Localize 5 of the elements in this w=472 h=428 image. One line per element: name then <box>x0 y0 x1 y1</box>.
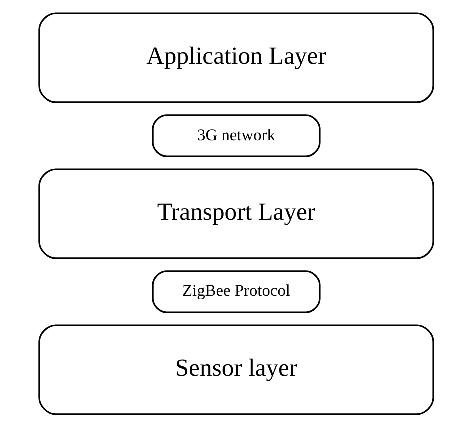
node-box: Application Layer <box>38 12 434 104</box>
node-box: ZigBee Protocol <box>152 270 320 314</box>
node-box: 3G network <box>152 114 320 158</box>
node-box: Sensor layer <box>38 324 434 416</box>
node-box: Transport Layer <box>38 168 434 260</box>
